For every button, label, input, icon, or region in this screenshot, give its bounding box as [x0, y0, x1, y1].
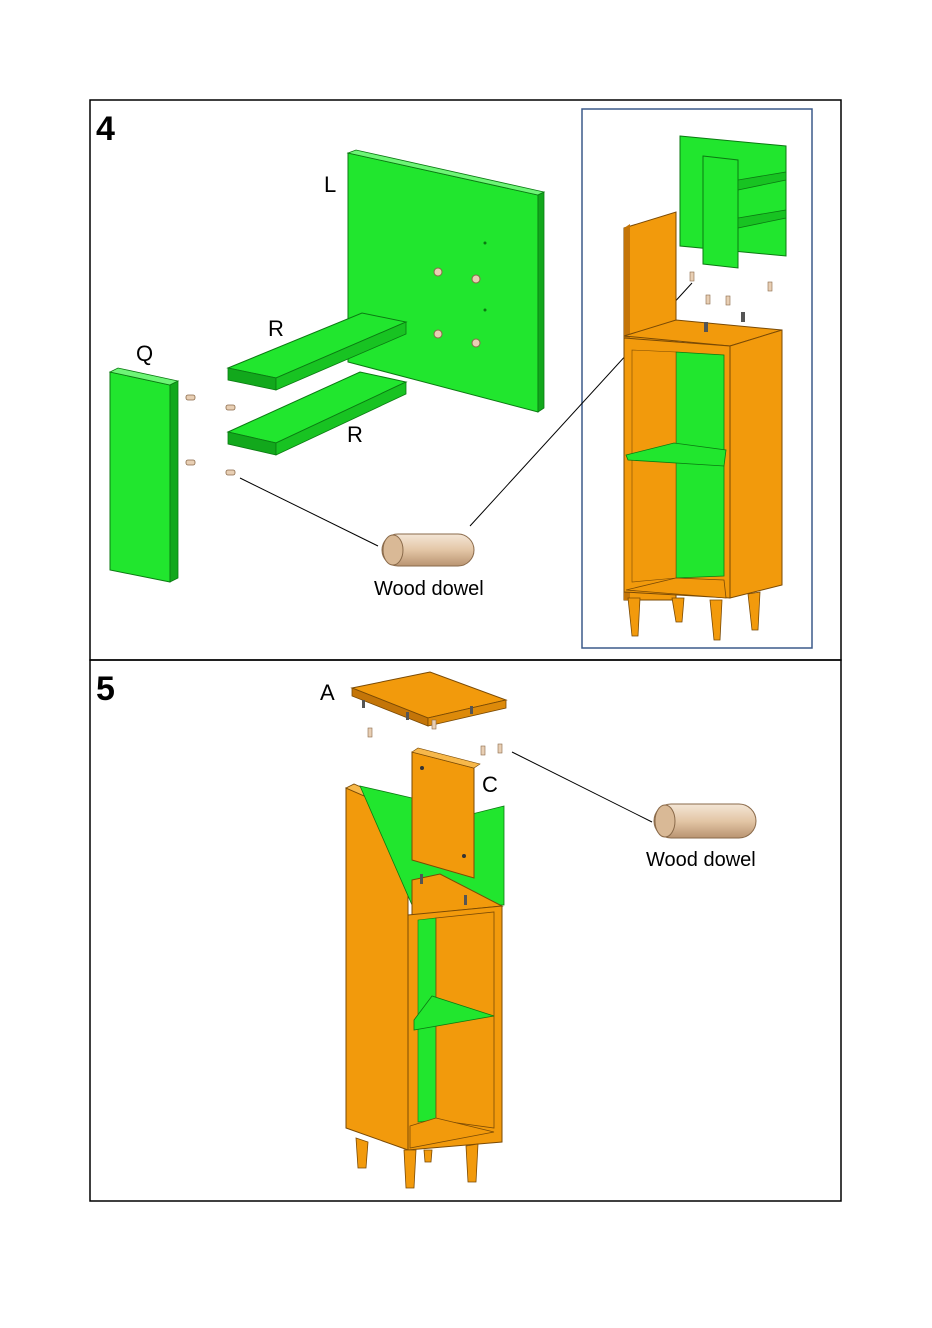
step-5-number: 5 — [96, 670, 115, 708]
inset-loose-dowels — [690, 272, 772, 305]
step-4-number: 4 — [96, 110, 115, 148]
wood-dowel-label-step-4: Wood dowel — [374, 578, 484, 600]
step-5-cabinet — [346, 748, 504, 1188]
top-panel-A — [352, 672, 506, 726]
label-upper-back-C: C — [482, 772, 498, 797]
label-shelf-R-lower: R — [347, 422, 363, 447]
side-panel-Q — [110, 368, 178, 582]
label-back-panel-L: L — [324, 172, 336, 197]
callout-line-step-5 — [512, 752, 652, 822]
label-top-panel-A: A — [320, 680, 335, 705]
back-panel-L — [348, 150, 544, 412]
wood-dowel-illustration-step-5 — [654, 804, 756, 838]
inset-cabinet — [624, 212, 782, 640]
wood-dowel-illustration-step-4 — [382, 534, 474, 566]
label-shelf-R-upper: R — [268, 316, 284, 341]
wood-dowel-label-step-5: Wood dowel — [646, 849, 756, 871]
inset-upper-green-section — [680, 136, 786, 268]
loose-dowels-step-5 — [368, 720, 502, 755]
callout-line-left — [240, 478, 378, 546]
label-side-panel-Q: Q — [136, 341, 153, 366]
